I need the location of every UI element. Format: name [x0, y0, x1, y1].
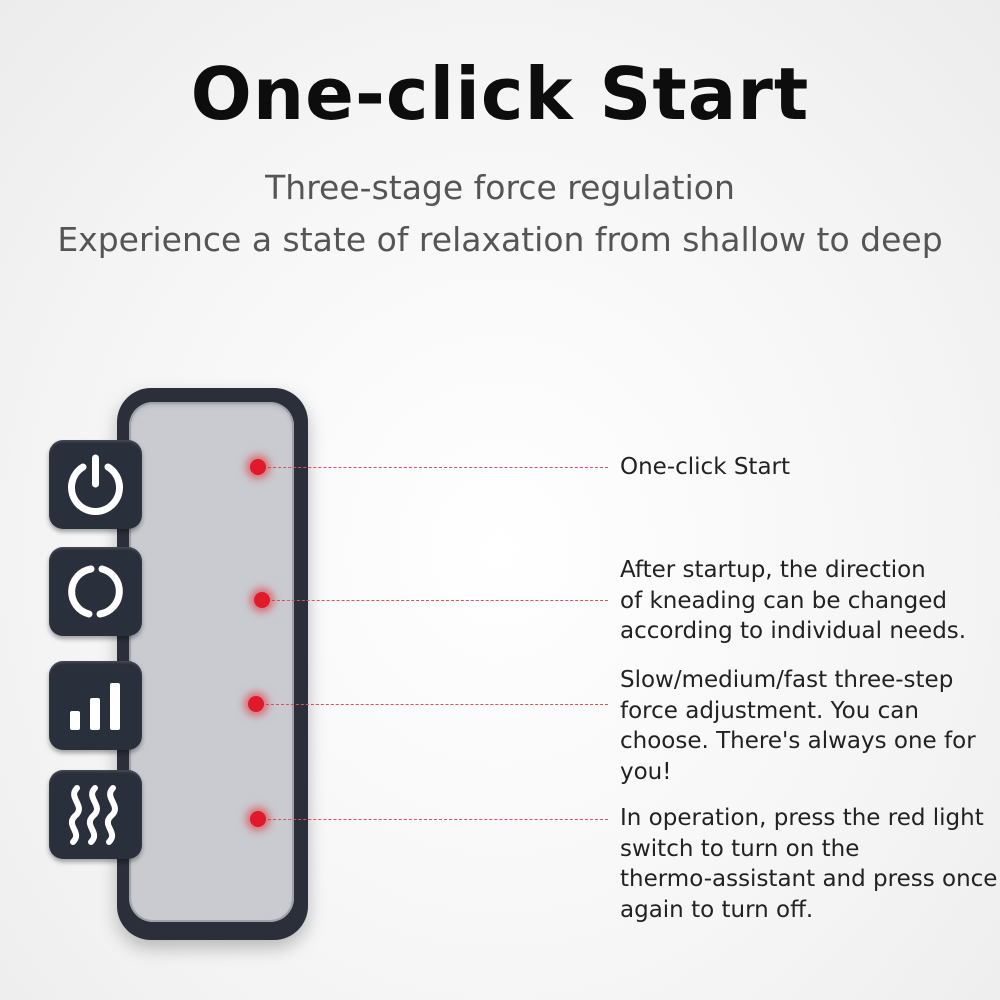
red-indicator-dot: [248, 696, 264, 712]
red-indicator-dot: [250, 459, 266, 475]
callout-intensity: Slow/medium/fast three-step force adjust…: [620, 665, 976, 787]
callout-power: One-click Start: [620, 452, 790, 483]
callout-heat: In operation, press the red light switch…: [620, 803, 997, 925]
callout-direction: After startup, the direction of kneading…: [620, 555, 966, 647]
callout-line: according to individual needs.: [620, 618, 967, 644]
callout-line: One-click Start: [620, 454, 791, 480]
remote-panel: [129, 402, 294, 922]
callout-line: you!: [620, 758, 672, 785]
signal-bars-icon: [70, 683, 120, 730]
callout-line: of kneading can be changed: [620, 587, 948, 614]
callout-line: Slow/medium/fast three-step: [620, 667, 954, 693]
power-icon: [68, 454, 123, 515]
leader-line: [256, 704, 608, 705]
heat-waves-icon: [68, 785, 118, 845]
intensity-button[interactable]: [49, 661, 142, 750]
leader-line: [262, 600, 608, 601]
leader-line: [258, 467, 608, 468]
subtitle-line-2: Experience a state of relaxation from sh…: [57, 220, 943, 259]
red-indicator-dot: [254, 592, 270, 608]
heat-button[interactable]: [49, 770, 142, 859]
leader-line: [258, 819, 608, 820]
rotate-direction-icon: [68, 565, 123, 618]
callout-line: again to turn off.: [620, 896, 814, 923]
callout-line: In operation, press the red light: [620, 805, 984, 831]
callout-line: After startup, the direction: [620, 557, 926, 583]
page-title: One-click Start: [190, 52, 810, 136]
callout-line: choose. There's always one for: [620, 728, 976, 754]
remote-controller: [117, 388, 308, 940]
callout-line: thermo-assistant and press once: [620, 866, 998, 892]
power-button[interactable]: [49, 440, 142, 529]
direction-button[interactable]: [49, 547, 142, 636]
red-indicator-dot: [250, 811, 266, 827]
callout-line: force adjustment. You can: [620, 697, 919, 724]
callout-line: switch to turn on the: [620, 835, 860, 862]
subtitle-line-1: Three-stage force regulation: [265, 168, 735, 207]
